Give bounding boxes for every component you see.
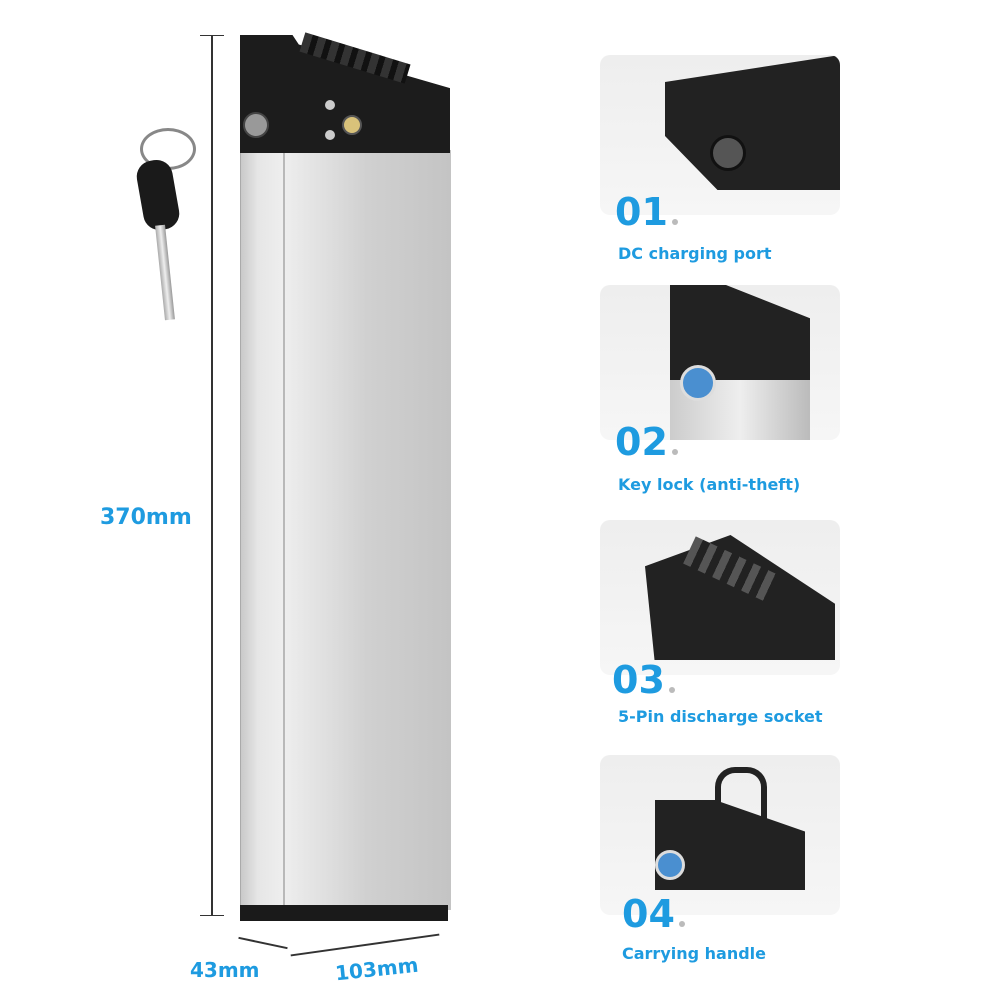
lock-icon xyxy=(680,365,716,401)
feature-image-key-lock xyxy=(600,285,840,440)
feature-label: Carrying handle xyxy=(622,944,767,963)
width-label: 103mm xyxy=(333,952,420,986)
feature-number: 03 xyxy=(612,658,675,702)
height-label: 370mm xyxy=(100,505,192,530)
dc-port-icon xyxy=(710,135,746,171)
feature-label: 5-Pin discharge socket xyxy=(618,707,823,726)
feature-number: 01 xyxy=(615,190,678,234)
handle-icon xyxy=(715,767,767,823)
battery-body xyxy=(240,150,451,910)
feature-number: 02 xyxy=(615,420,678,464)
feature-image-carrying-handle xyxy=(600,755,840,915)
feature-label: DC charging port xyxy=(618,244,772,263)
key-blade xyxy=(155,224,175,321)
screw xyxy=(325,100,335,110)
height-tick-bottom xyxy=(200,915,224,916)
charging-port xyxy=(342,115,362,135)
depth-dimension-line xyxy=(238,936,288,950)
feature-image-charging-port xyxy=(600,55,840,215)
feature-label: Key lock (anti-theft) xyxy=(618,475,801,494)
height-dimension-line xyxy=(211,35,213,915)
battery-base xyxy=(240,905,448,921)
key-lock xyxy=(243,112,269,138)
feature-number: 04 xyxy=(622,892,685,936)
height-tick-top xyxy=(200,35,224,36)
lock-icon xyxy=(655,850,685,880)
depth-label: 43mm xyxy=(190,958,260,982)
screw xyxy=(325,130,335,140)
feature-image-discharge-socket xyxy=(600,520,840,675)
